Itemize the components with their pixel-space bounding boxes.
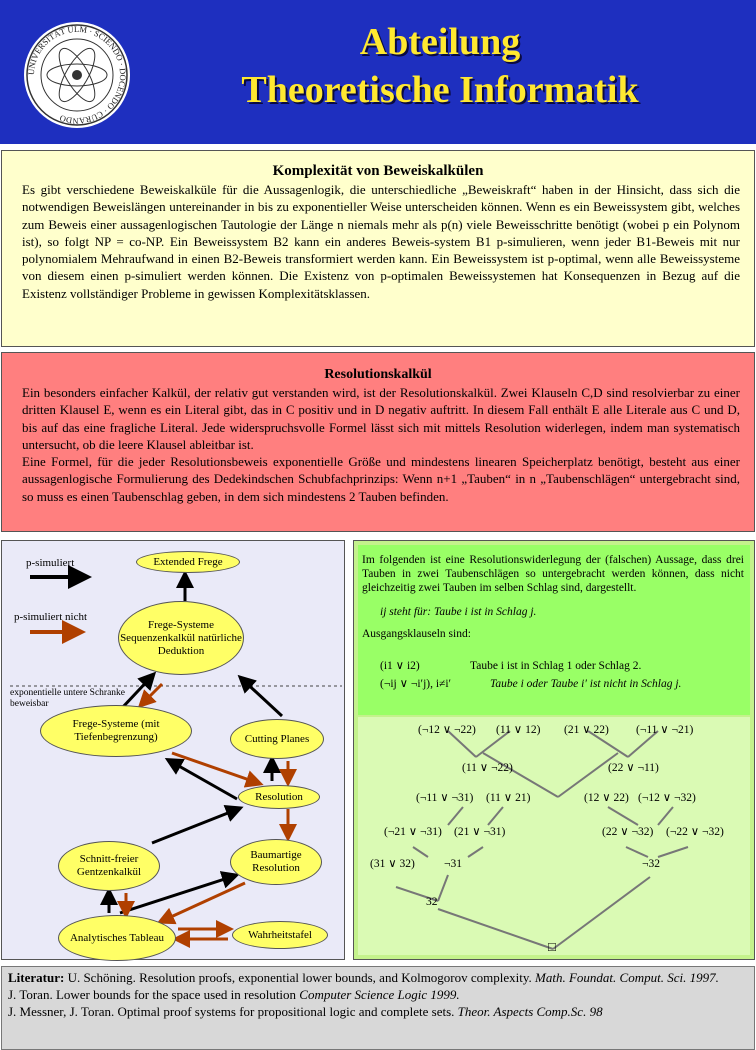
legend-label-simulated: p-simuliert [26,557,75,569]
node-cutting-planes: Cutting Planes [230,719,324,759]
clause-2-desc: Taube i oder Taube i′ ist nicht in Schla… [490,678,682,690]
node-frege-bounded: Frege-Systeme (mit Tiefenbegrenzung) [40,705,192,757]
empty-clause: □ [548,939,556,954]
section-title: Komplexität von Beweiskalkülen [272,163,484,179]
section-title: Resolutionskalkül [324,367,432,382]
clauses-title: Ausgangsklauseln sind: [362,628,471,640]
node-analytic-tableau: Analytisches Tableau [58,915,176,961]
tree-clause: (21 ∨ 22) [564,724,609,736]
proof-systems-diagram: p-simuliert p-simuliert nicht exponentie… [1,540,345,961]
tree-clause: (11 ∨ 21) [486,792,531,804]
clause-1-desc: Taube i ist in Schlag 1 oder Schlag 2. [470,660,642,672]
node-extended-frege: Extended Frege [136,551,240,573]
tree-clause: ¬32 [642,858,660,870]
section-paragraph-2: Eine Formel, für die jeder Resolutionsbe… [22,454,740,504]
tree-clause: (¬12 ∨ ¬22) [418,724,476,736]
reference-1: U. Schöning. Resolution proofs, exponent… [67,970,532,985]
tree-clause: (¬11 ∨ ¬31) [416,792,474,804]
tree-clause: ¬31 [444,858,462,870]
node-cutfree-gentzen: Schnitt-freier Gentzenkalkül [58,841,160,891]
node-frege-systems: Frege-Systeme Sequenzenkalkül natürliche… [118,601,244,675]
literature-section: Literatur: U. Schöning. Resolution proof… [1,966,755,1050]
reference-3: J. Messner, J. Toran. Optimal proof syst… [8,1004,455,1019]
legend-label-not-simulated: p-simuliert nicht [14,611,88,623]
section-paragraph: Es gibt verschiedene Beweiskalküle für d… [22,182,740,301]
tree-clause: (22 ∨ ¬32) [602,826,654,838]
reference-2: J. Toran. Lower bounds for the space use… [8,987,297,1002]
tree-clause: (¬21 ∨ ¬31) [384,826,442,838]
node-truth-table: Wahrheitstafel [232,921,328,949]
page-title: Abteilung Theoretische Informatik [150,18,730,114]
header-banner: UNIVERSITÄT ULM · SCIENDO · DOCENDO · CU… [0,0,756,144]
tree-clause: (¬12 ∨ ¬32) [638,792,696,804]
tree-clause: 32 [426,896,438,908]
tree-clause: (31 ∨ 32) [370,858,415,870]
diagram-arrows [10,565,342,948]
literature-label: Literatur: [8,970,65,985]
resolution-explanation: Im folgenden ist eine Resolutionswiderle… [358,545,750,715]
resolution-tree [358,717,750,955]
tree-clause: (12 ∨ 22) [584,792,629,804]
tree-clause: (¬22 ∨ ¬32) [666,826,724,838]
tree-clause: (¬11 ∨ ¬21) [636,724,694,736]
section-paragraph-1: Ein besonders einfacher Kalkül, der rela… [22,385,740,452]
clause-2: (¬ij ∨ ¬i′j), i≠i′ [380,678,452,690]
section-proof-complexity: Komplexität von Beweiskalkülen Es gibt v… [1,150,755,347]
tree-clause: (11 ∨ 12) [496,724,541,736]
tree-clause: (22 ∨ ¬11) [608,762,659,774]
resolution-intro: Im folgenden ist eine Resolutionswiderle… [362,554,744,594]
clause-1: (i1 ∨ i2) [380,660,420,672]
reference-2-source: Computer Science Logic 1999. [299,987,460,1002]
section-resolution: Resolutionskalkül Ein besonders einfache… [1,352,755,532]
resolution-example-box: Im folgenden ist eine Resolutionswiderle… [353,540,755,960]
lower-bound-label: exponentielle untere Schranke beweisbar [10,688,126,709]
node-tree-resolution: Baumartige Resolution [230,839,322,885]
tree-clause: (21 ∨ ¬31) [454,826,506,838]
node-resolution: Resolution [238,785,320,809]
reference-1-source: Math. Foundat. Comput. Sci. 1997. [535,970,719,985]
title-line-2: Theoretische Informatik [241,69,639,111]
university-seal-logo: UNIVERSITÄT ULM · SCIENDO · DOCENDO · CU… [24,22,130,128]
reference-3-source: Theor. Aspects Comp.Sc. 98 [457,1004,603,1019]
ij-definition: ij steht für: Taube i ist in Schlag j. [380,606,537,618]
resolution-tree-lines [395,730,689,950]
tree-clause: (11 ∨ ¬22) [462,762,513,774]
title-line-1: Abteilung [359,21,521,63]
